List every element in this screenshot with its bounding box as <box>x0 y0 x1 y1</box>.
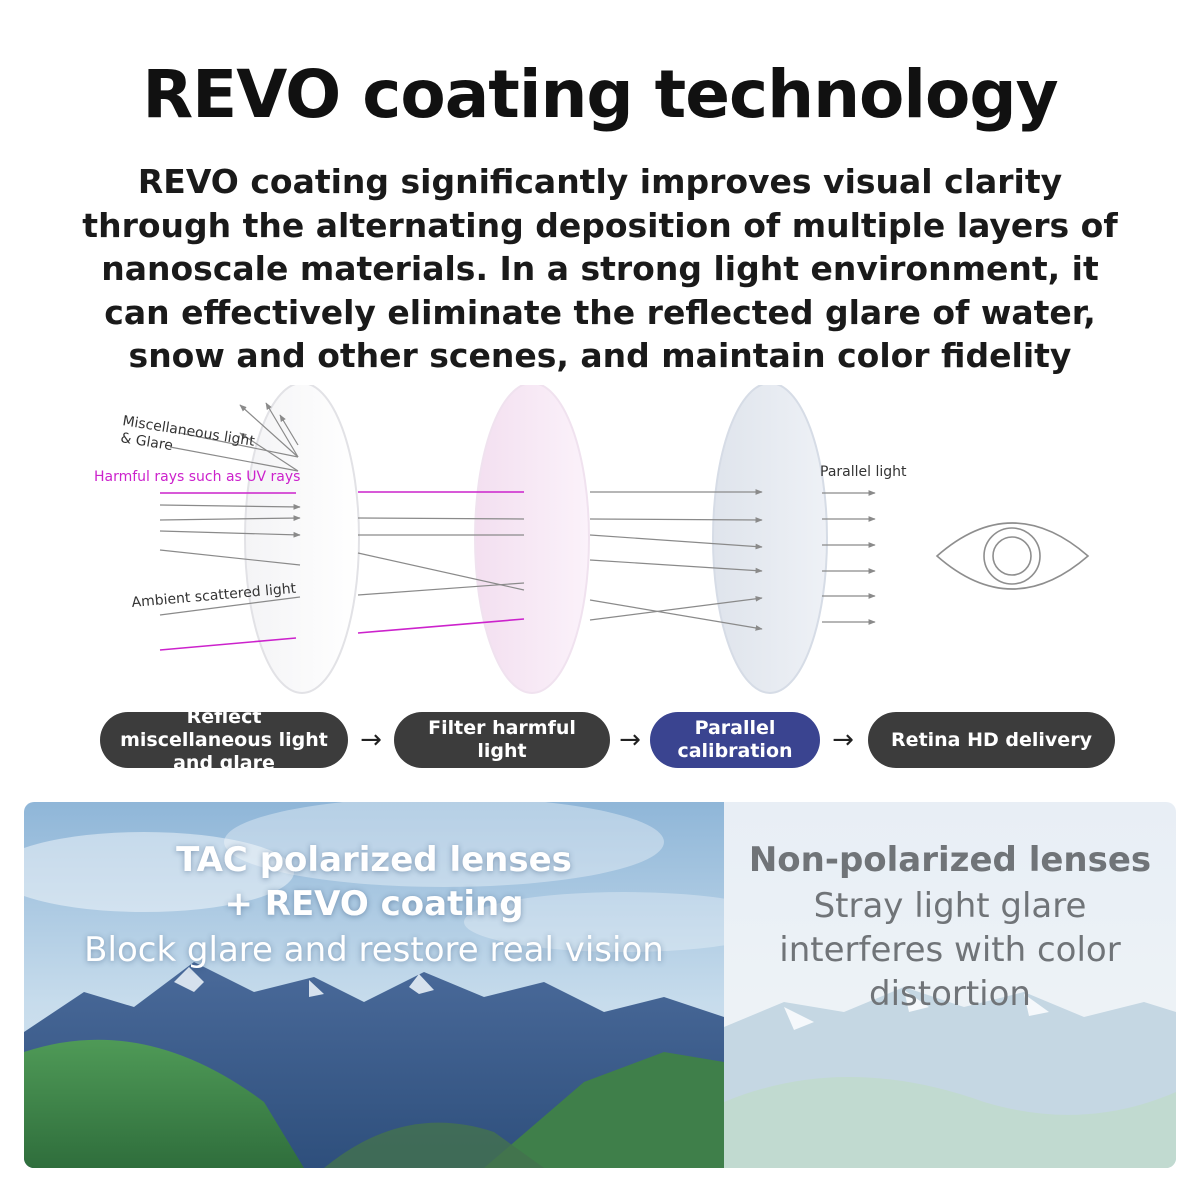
lens-parallel <box>712 385 828 694</box>
panel-polarized: TAC polarized lenses + REVO coating Bloc… <box>24 838 724 972</box>
step-arrow-icon: → <box>360 725 382 755</box>
step-arrow-icon: → <box>832 725 854 755</box>
process-steps: Reflect miscellaneous light and glare → … <box>0 706 1200 774</box>
panel-non-polarized-title: Non-polarized lenses <box>748 840 1152 880</box>
step-retina: Retina HD delivery <box>868 712 1115 768</box>
panel-non-polarized-subtitle: Stray light glare interferes with color … <box>779 886 1121 1014</box>
panel-polarized-title: TAC polarized lenses + REVO coating <box>176 840 572 924</box>
step-reflect: Reflect miscellaneous light and glare <box>100 706 348 774</box>
landscape-image <box>24 802 1176 1168</box>
eye-icon <box>935 522 1090 590</box>
label-parallel: Parallel light <box>820 464 907 480</box>
panel-non-polarized: Non-polarized lenses Stray light glare i… <box>724 838 1176 1016</box>
description: REVO coating significantly improves visu… <box>82 162 1118 375</box>
label-harmful: Harmful rays such as UV rays <box>94 469 300 485</box>
step-parallel: Parallel calibration <box>650 712 820 768</box>
panel-polarized-subtitle: Block glare and restore real vision <box>84 930 664 970</box>
lens-diagram: Miscellaneous light & Glare Harmful rays… <box>94 385 1090 694</box>
lens-reflect <box>244 385 360 694</box>
step-filter: Filter harmful light <box>394 712 610 768</box>
step-arrow-icon: → <box>619 725 641 755</box>
page-title: REVO coating technology <box>142 56 1058 133</box>
lens-filter <box>474 385 590 694</box>
comparison-panel: TAC polarized lenses + REVO coating Bloc… <box>24 802 1176 1168</box>
